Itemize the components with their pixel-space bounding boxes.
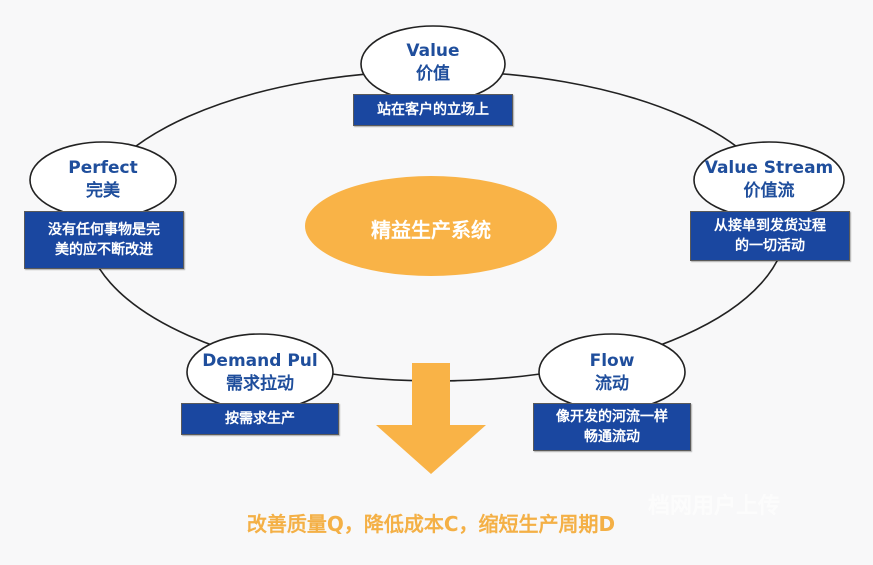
node-title-en: Perfect [68, 158, 138, 178]
watermark: 档网用户上传 [648, 494, 781, 519]
node-title-flow: Flow 流动 [562, 350, 662, 396]
desc-line: 的一切活动 [735, 238, 805, 254]
desc-line: 按需求生产 [225, 411, 295, 427]
node-title-en: Value [406, 41, 460, 61]
node-title-perfect: Perfect 完美 [53, 157, 153, 203]
node-title-zh: 流动 [595, 374, 629, 394]
desc-line: 畅通流动 [584, 429, 640, 445]
desc-line: 站在客户的立场上 [377, 102, 489, 118]
node-desc-value-stream: 从接单到发货过程 的一切活动 [690, 211, 850, 261]
down-arrow-icon [376, 363, 486, 474]
desc-line: 没有任何事物是完 [48, 222, 160, 238]
node-title-value-stream: Value Stream 价值流 [694, 157, 844, 203]
node-desc-perfect: 没有任何事物是完 美的应不断改进 [24, 211, 184, 269]
center-label: 精益生产系统 [371, 218, 491, 242]
node-desc-value: 站在客户的立场上 [353, 94, 513, 126]
node-desc-demand-pull: 按需求生产 [181, 403, 339, 435]
center-ellipse [305, 176, 557, 276]
node-title-zh: 需求拉动 [226, 374, 294, 394]
node-desc-flow: 像开发的河流一样 畅通流动 [533, 403, 691, 451]
desc-line: 美的应不断改进 [55, 242, 153, 258]
node-title-zh: 价值 [416, 64, 450, 84]
node-title-en: Demand Pul [202, 351, 318, 371]
outcome-text: 改善质量Q，降低成本C，缩短生产周期D [246, 512, 616, 536]
node-title-en: Flow [589, 351, 635, 371]
node-title-demand-pull: Demand Pul 需求拉动 [195, 350, 325, 396]
node-title-zh: 完美 [86, 181, 120, 201]
node-title-en: Value Stream [704, 158, 834, 178]
node-title-zh: 价值流 [743, 181, 795, 201]
desc-line: 像开发的河流一样 [556, 409, 668, 425]
desc-line: 从接单到发货过程 [714, 218, 826, 234]
node-title-value: Value 价值 [383, 40, 483, 86]
